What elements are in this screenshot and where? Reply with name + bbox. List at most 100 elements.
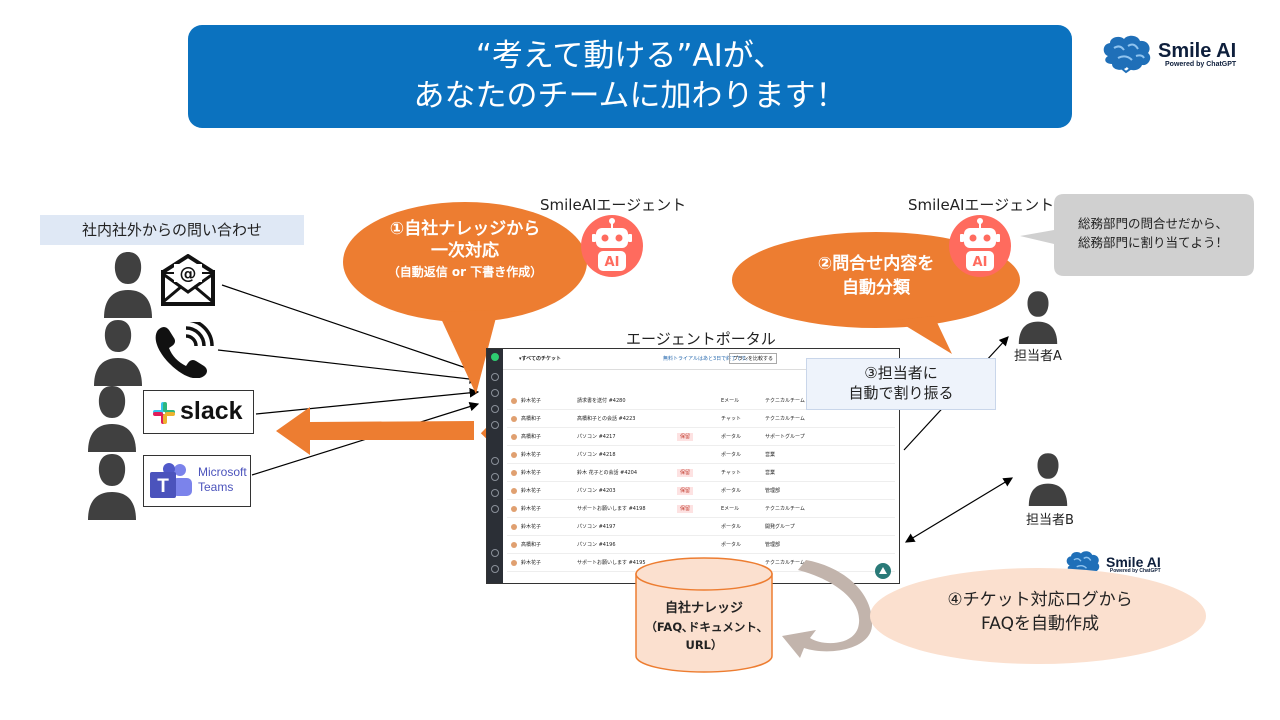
portal-logo-icon [491, 353, 499, 361]
ticket-status: 保留 [677, 433, 694, 441]
knowledge-text: 自社ナレッジ （FAQ､ドキュメント､ URL） [636, 600, 772, 654]
banner-line-2: あなたのチームに加わります！ [413, 78, 847, 114]
ticket-requester: 鈴木花子 [521, 452, 542, 458]
ticket-group: 営業 [765, 452, 776, 458]
assignee-a-label: 担当者A [1014, 349, 1062, 364]
portal-title: エージェントポータル [626, 330, 776, 348]
knowledge-line-1: 自社ナレッジ [664, 601, 743, 616]
table-row[interactable]: 鈴木花子 パソコン #4218 ポータル 営業 [507, 447, 895, 464]
step2-line-2: 自動分類 [842, 278, 910, 298]
agent-label-right: SmileAIエージェント [908, 196, 1055, 214]
robot-label-right: AI [973, 255, 988, 270]
ticket-source: チャット [721, 470, 741, 476]
step2-text: ②問合せ内容を 自動分類 [760, 252, 992, 300]
ticket-requester: 鈴木花子 [521, 506, 542, 512]
avatar [511, 506, 517, 512]
portal-sidebar [487, 349, 503, 583]
step1-line-3: （自動返信 or 下書き作成） [387, 265, 543, 279]
phone-icon [155, 322, 214, 378]
portal-notice: 無料トライアルはあと3日で終了です。 [663, 356, 751, 362]
thought-text: 総務部門の問合せだから、 総務部門に割り当てよう！ [1058, 214, 1248, 252]
nav-help-icon [491, 549, 499, 557]
ticket-source: ポータル [721, 434, 742, 440]
smile-ai-logo: Smile AI Powered by ChatGPT [1100, 34, 1236, 74]
portal-tab[interactable]: ▾すべてのチケット [519, 356, 561, 362]
step4-ellipse [870, 568, 1206, 664]
teams-channel-box: T Microsoft Teams [143, 455, 251, 507]
ticket-subject: パソコン #4217 [577, 434, 616, 440]
avatar [511, 434, 517, 440]
assignee-b-connector [904, 477, 1014, 543]
ticket-subject: 請求書を送付 #4280 [577, 398, 626, 404]
email-connector [221, 284, 480, 374]
step3-callout: ③担当者に 自動で割り振る [806, 358, 996, 410]
avatar [511, 542, 517, 548]
teams-icon: T [150, 463, 192, 498]
customer-avatar-2 [94, 320, 142, 386]
thought-line-2: 総務部門に割り当てよう！ [1077, 235, 1228, 250]
ticket-group: サポートグループ [765, 434, 805, 440]
ticket-subject: サポートお願いします #4195 [577, 560, 646, 566]
knowledge-line-2: （FAQ､ドキュメント､ [645, 620, 763, 634]
ticket-group: テクニカルチーム [765, 398, 805, 404]
nav-apps-icon [491, 565, 499, 573]
ticket-source: Eメール [721, 398, 740, 404]
phone-connector [217, 349, 480, 384]
logo-sub: Powered by ChatGPT [1165, 60, 1237, 68]
ticket-requester: 鈴木花子 [521, 488, 542, 494]
customer-avatar-4 [88, 454, 136, 520]
avatar [511, 398, 517, 404]
ticket-requester: 高橋和子 [521, 416, 542, 422]
nav-settings-icon [491, 505, 499, 513]
logo-name: Smile AI [1158, 39, 1237, 62]
slack-connector [255, 388, 480, 415]
ticket-group: 管理部 [765, 542, 781, 548]
nav-chat-icon [491, 473, 499, 481]
portal-fab-icon[interactable] [875, 563, 891, 579]
step4-line-2: FAQを自動作成 [981, 614, 1099, 634]
avatar [511, 416, 517, 422]
ticket-subject: パソコン #4197 [577, 524, 616, 530]
ticket-source: ポータル [721, 452, 742, 458]
portal-topbar: ▾すべてのチケット 無料トライアルはあと3日で終了です。 プランを比較する [503, 349, 899, 370]
brain-icon [1103, 35, 1151, 74]
step1-line-2: 一次対応 [431, 241, 499, 261]
ticket-status: 保留 [677, 505, 694, 513]
robot-label-left: AI [605, 255, 620, 270]
nav-tickets-icon [491, 389, 499, 397]
ticket-subject: 高橋和子との会話 #4223 [577, 416, 636, 422]
nav-kb-icon [491, 489, 499, 497]
portal-plan-button[interactable]: プランを比較する [729, 353, 778, 364]
ticket-source: Eメール [721, 506, 740, 512]
ticket-subject: パソコン #4203 [577, 488, 616, 494]
faq-feedback-arrow [782, 560, 873, 658]
ticket-source: ポータル [721, 542, 742, 548]
teams-label: Microsoft Teams [198, 465, 247, 494]
avatar [511, 470, 517, 476]
knowledge-database-icon [635, 557, 773, 673]
ticket-requester: 鈴木花子 [521, 560, 542, 566]
step2-line-1: ②問合せ内容を [817, 254, 935, 274]
ticket-subject: パソコン #4196 [577, 542, 616, 548]
ticket-subject: サポートお願いします #4198 [577, 506, 646, 512]
slack-label: slack [180, 397, 243, 425]
step1-line-1: ①自社ナレッジから [389, 219, 541, 239]
ticket-source: ポータル [721, 488, 742, 494]
svg-text:T: T [157, 476, 169, 497]
ticket-requester: 鈴木花子 [521, 470, 542, 476]
ticket-subject: パソコン #4218 [577, 452, 616, 458]
slack-channel-box: slack [143, 390, 254, 434]
ticket-status: 保留 [677, 487, 694, 495]
assignee-b-avatar [1028, 453, 1068, 506]
agent-label-left: SmileAIエージェント [540, 196, 687, 214]
customer-avatar-3 [88, 386, 136, 452]
